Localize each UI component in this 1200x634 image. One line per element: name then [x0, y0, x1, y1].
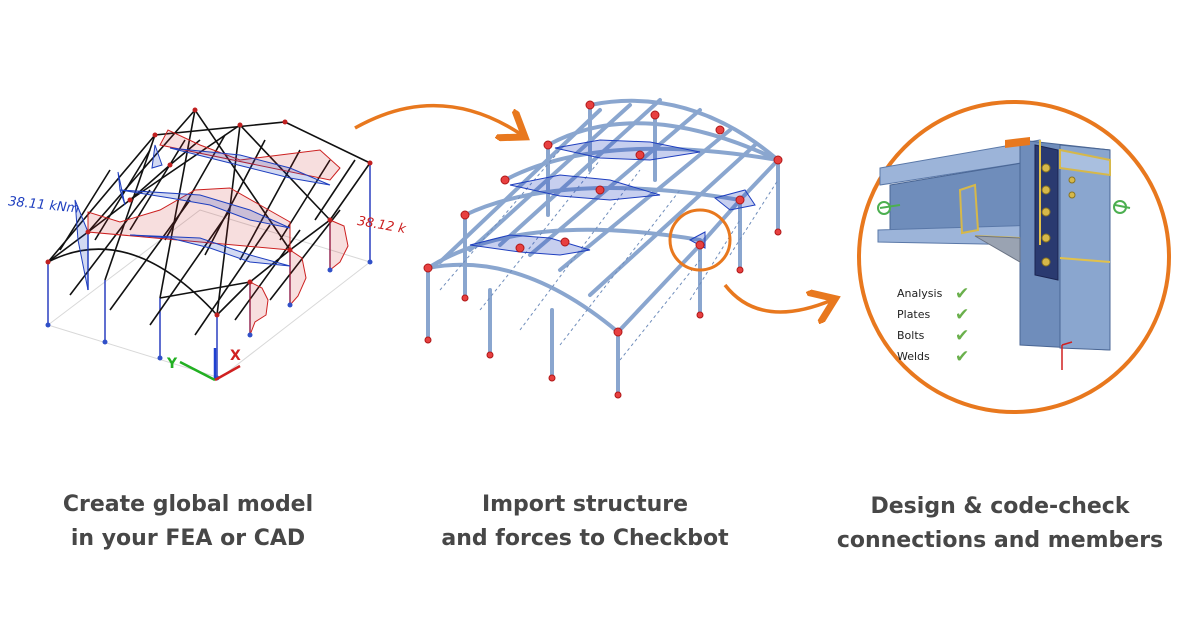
- fea-model-illustration: Y X: [45, 107, 373, 382]
- caption-line: in your FEA or CAD: [70, 526, 306, 551]
- check-item-label: Plates: [897, 308, 931, 321]
- check-list: Analysis ✔ Plates ✔ Bolts ✔ Welds ✔: [897, 283, 969, 367]
- checkbot-model-illustration: [423, 98, 783, 399]
- caption-step-2: Import structure and forces to Checkbot: [405, 488, 765, 556]
- caption-line: and forces to Checkbot: [441, 526, 729, 551]
- check-item-analysis: Analysis ✔: [897, 283, 969, 304]
- connection-detail-illustration: [857, 100, 1171, 414]
- check-item-label: Bolts: [897, 329, 925, 342]
- caption-line: Import structure: [481, 492, 689, 517]
- caption-step-1: Create global model in your FEA or CAD: [8, 488, 368, 556]
- caption-line: Design & code-check: [870, 494, 1130, 519]
- arrow-fea-to-checkbot: [354, 104, 522, 135]
- check-item-welds: Welds ✔: [897, 346, 969, 367]
- svg-text:X: X: [230, 348, 241, 364]
- caption-step-3: Design & code-check connections and memb…: [820, 490, 1180, 558]
- check-icon: ✔: [955, 346, 970, 367]
- check-item-bolts: Bolts ✔: [897, 325, 969, 346]
- check-icon: ✔: [955, 304, 970, 325]
- caption-line: Create global model: [62, 492, 314, 517]
- check-item-label: Analysis: [897, 287, 943, 300]
- check-item-plates: Plates ✔: [897, 304, 969, 325]
- arrow-checkbot-to-connection: [723, 283, 832, 312]
- check-item-label: Welds: [897, 350, 930, 363]
- check-icon: ✔: [955, 283, 970, 304]
- check-icon: ✔: [955, 325, 970, 346]
- axes-icon: Y X: [166, 348, 241, 382]
- svg-text:Y: Y: [166, 356, 178, 372]
- connection-highlight-circle: [668, 208, 732, 272]
- caption-line: connections and members: [836, 528, 1164, 553]
